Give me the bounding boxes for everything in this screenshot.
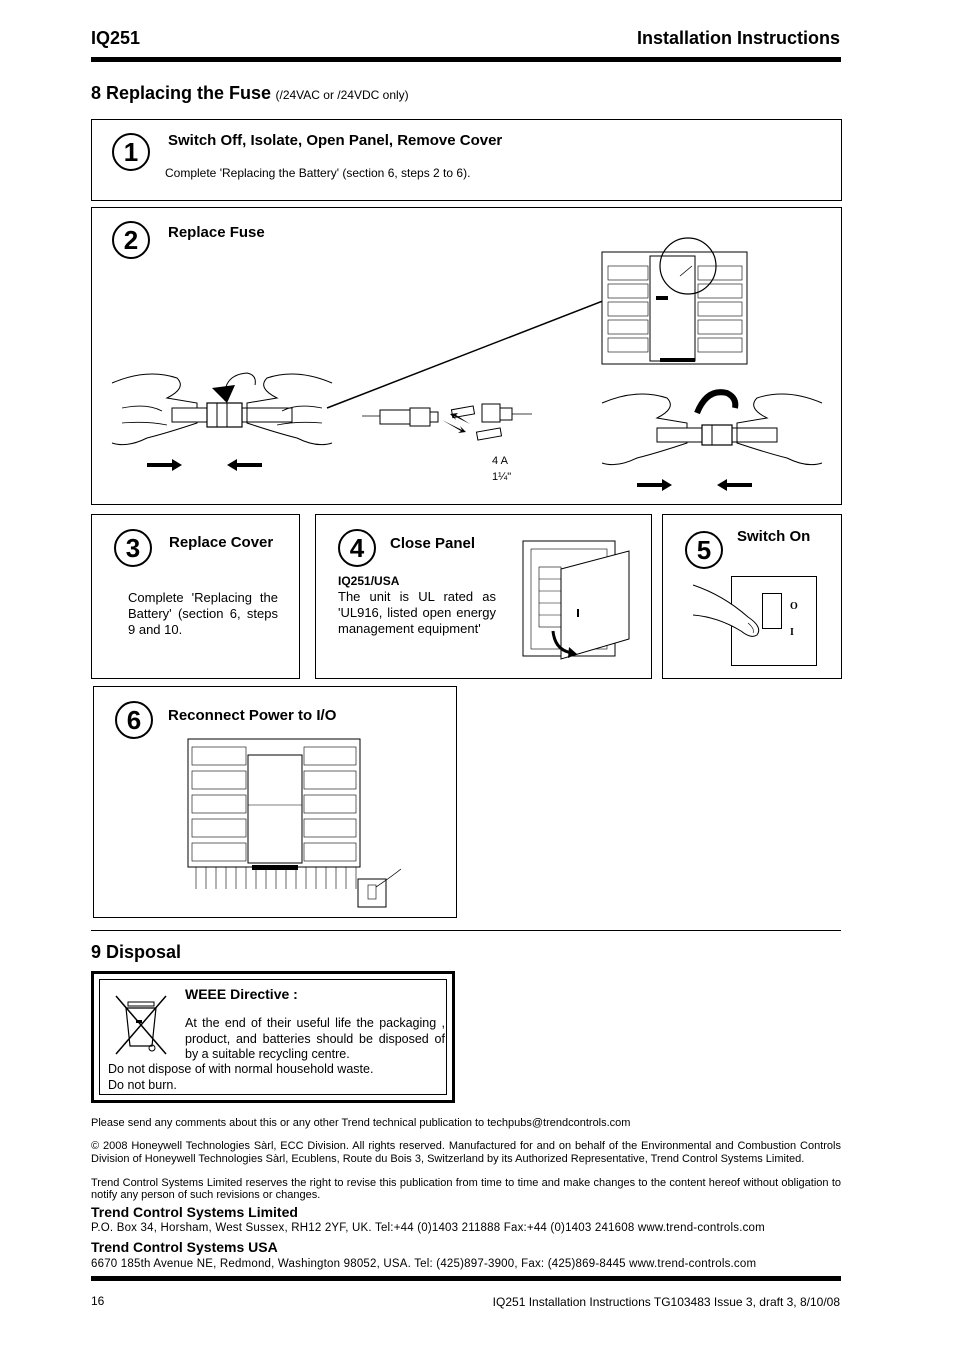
weee-line-2: Do not burn.	[108, 1078, 177, 1092]
step-5-box: 5 Switch On O I	[662, 514, 842, 679]
step-5-number: 5	[685, 531, 723, 569]
step-2-number: 2	[112, 221, 150, 259]
step-1-text: Complete 'Replacing the Battery' (sectio…	[165, 166, 471, 180]
company-2-address: 6670 185th Avenue NE, Redmond, Washingto…	[91, 1258, 757, 1270]
step-4-box: 4 Close Panel IQ251/USA The unit is UL r…	[315, 514, 652, 679]
step-4-title: Close Panel	[390, 535, 476, 552]
header-rule	[91, 57, 841, 62]
header-title: Installation Instructions	[636, 28, 840, 48]
switch-label-on: I	[790, 627, 794, 638]
revise-text: Trend Control Systems Limited reserves t…	[91, 1177, 841, 1201]
section-8-note: (/24VAC or /24VDC only)	[275, 88, 409, 102]
weee-text: At the end of their useful life the pack…	[185, 1016, 445, 1061]
step-1-title: Switch Off, Isolate, Open Panel, Remove …	[168, 132, 503, 149]
fuse-size: 1¼"	[492, 471, 512, 483]
doc-reference: IQ251 Installation Instructions TG103483…	[492, 1295, 840, 1309]
company-2-name: Trend Control Systems USA	[91, 1239, 278, 1255]
close-panel-illustration	[522, 540, 630, 660]
reconnect-power-illustration	[187, 738, 402, 908]
step-6-title: Reconnect Power to I/O	[168, 707, 337, 724]
hands-remove-fuse-illustration	[111, 372, 333, 471]
step-6-number: 6	[115, 701, 153, 739]
weee-title: WEEE Directive :	[185, 986, 298, 1002]
company-1-address: P.O. Box 34, Horsham, West Sussex, RH12 …	[91, 1222, 765, 1234]
step-3-text: Complete 'Replacing the Battery' (sectio…	[128, 590, 278, 637]
step-6-box: 6 Reconnect Power to I/O	[93, 686, 457, 918]
step-4-text: The unit is UL rated as 'UL916, listed o…	[338, 589, 496, 636]
hands-insert-fuse-illustration	[601, 389, 823, 491]
header-product: IQ251	[91, 28, 141, 48]
step-2-title: Replace Fuse	[168, 224, 265, 241]
fuse-parts-illustration	[362, 403, 532, 441]
weee-line-1: Do not dispose of with normal household …	[108, 1062, 374, 1076]
step-3-number: 3	[114, 529, 152, 567]
section-8-title: 8 Replacing the Fuse	[91, 83, 272, 103]
comments-text: Please send any comments about this or a…	[91, 1117, 631, 1129]
crossed-bin-icon	[115, 995, 167, 1055]
weee-outer-box: WEEE Directive : At the end of their use…	[91, 971, 455, 1103]
company-1-name: Trend Control Systems Limited	[91, 1204, 298, 1220]
copyright-text: © 2008 Honeywell Technologies Sàrl, ECC …	[91, 1140, 841, 1165]
weee-inner-box: WEEE Directive : At the end of their use…	[99, 979, 447, 1095]
switch-label-off: O	[790, 601, 798, 612]
page-number: 16	[91, 1294, 105, 1308]
footer-rule	[91, 1276, 841, 1281]
wall-switch-rocker	[762, 593, 782, 629]
step-2-box: 2 Replace Fuse 4 A 1¼"	[91, 207, 842, 505]
controller-unit-illustration	[601, 237, 748, 365]
fuse-rating: 4 A	[492, 455, 508, 467]
step-3-box: 3 Replace Cover Complete 'Replacing the …	[91, 514, 300, 679]
step-4-subtitle: IQ251/USA	[338, 574, 400, 588]
step-5-title: Switch On	[737, 528, 811, 545]
step-4-number: 4	[338, 529, 376, 567]
finger-illustration	[692, 584, 760, 637]
section-9-title: 9 Disposal	[91, 942, 182, 962]
section-9-rule	[91, 930, 841, 931]
step-3-title: Replace Cover	[169, 534, 274, 551]
section-8-heading: 8 Replacing the Fuse (/24VAC or /24VDC o…	[91, 83, 409, 104]
step-1-number: 1	[112, 133, 150, 171]
step-1-box: 1 Switch Off, Isolate, Open Panel, Remov…	[91, 119, 842, 201]
